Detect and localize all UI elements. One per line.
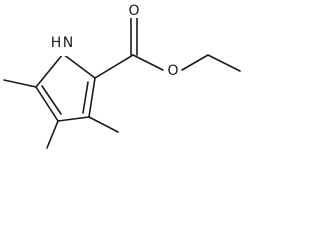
bond-carbonyl-ester-o	[132, 54, 164, 71]
bond-c5-methyl	[3, 79, 37, 88]
bond-c4-c5	[35, 86, 59, 122]
atom-label-nitrogen: N	[63, 35, 73, 51]
bond-c2-c3	[88, 77, 96, 118]
atom-label-ester-oxygen: O	[167, 63, 178, 79]
bond-c5-c4-inner	[41, 85, 62, 115]
bond-ch2-ch3	[207, 54, 241, 72]
atom-label-carbonyl-oxygen: O	[128, 3, 139, 19]
bond-c5-n1	[35, 53, 64, 88]
bond-c3-c4	[57, 116, 90, 122]
molecule-structure-diagram: H N O O	[3, 2, 241, 149]
bond-n1-c2	[62, 53, 96, 79]
bond-c4-methyl	[46, 120, 59, 149]
bond-c2-carbonyl	[94, 54, 134, 79]
bond-c2-c3-inner	[82, 81, 89, 114]
bond-ester-o-ch2	[181, 54, 209, 71]
atom-label-nh-hydrogen: H	[51, 35, 62, 51]
bond-c3-methyl	[88, 116, 119, 133]
